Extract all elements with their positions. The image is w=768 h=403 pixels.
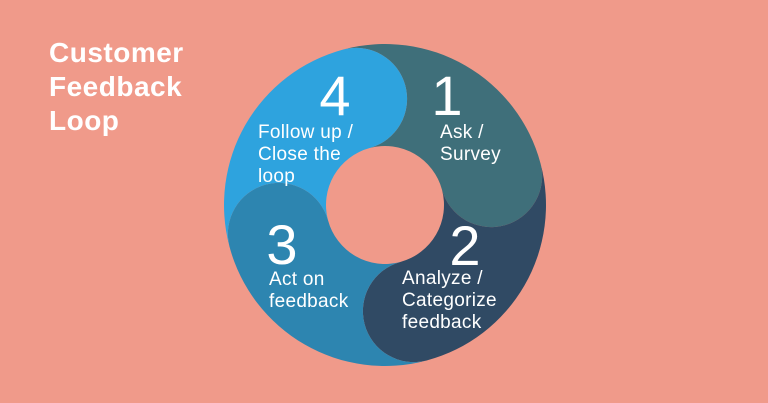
segment-4-label-line-2: Close the [258,144,341,165]
segment-4-number: 4 [319,64,351,127]
segment-2-label-line-3: feedback [402,312,482,333]
segment-3-label-line-2: feedback [269,291,349,312]
segment-1-shape [343,44,543,228]
segment-1-label: Ask / Survey [440,122,501,166]
segment-4-label: Follow up / Close the loop [258,122,353,188]
segment-4-label-line-1: Follow up / [258,122,354,143]
title-line-3: Loop [49,105,120,136]
segment-3-label: Act on feedback [269,269,349,313]
title-line-1: Customer [49,37,184,68]
segment-2-number: 2 [449,214,481,277]
page-title: Customer Feedback Loop [49,36,184,138]
segment-2-label-line-1: Analyze / [402,268,483,289]
segment-4-label-line-3: loop [258,166,296,187]
segment-4-shape [224,47,408,247]
segment-3-number: 3 [266,213,298,276]
segment-3-label-line-1: Act on [269,269,325,290]
segment-1-number: 1 [431,64,463,127]
segment-3-shape [227,182,427,366]
segment-2-label: Analyze / Categorize feedback [402,268,497,334]
segment-1-label-line-2: Survey [440,144,501,165]
title-line-2: Feedback [49,71,183,102]
segment-1-label-line-1: Ask / [440,122,484,143]
segment-2-shape [362,163,546,363]
segment-2-label-line-2: Categorize [402,290,497,311]
